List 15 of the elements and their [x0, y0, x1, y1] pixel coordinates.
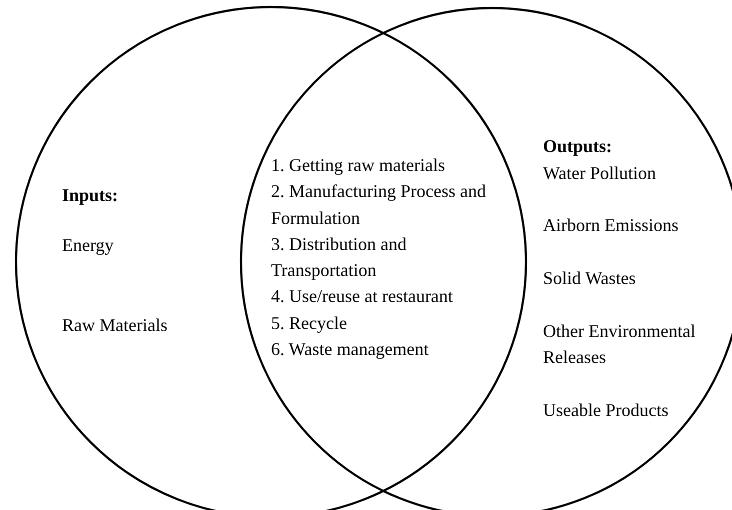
step-text: 2. Manufacturing Process and Formulation [271, 180, 486, 230]
step-text: 1. Getting raw materials [271, 154, 446, 177]
list-item: Raw Materials [62, 314, 168, 337]
heading: Outputs: [543, 135, 614, 158]
step-text: 4. Use/reuse at restaurant [271, 285, 454, 308]
step-text: 6. Waste management [271, 338, 430, 362]
step-text: 5. Recycle [271, 312, 348, 335]
list-item: Useable Products [543, 399, 670, 422]
list-item: Solid Wastes [543, 267, 637, 290]
list-item: Water Pollution [543, 162, 658, 185]
list-item: Airborn Emissions [543, 214, 680, 237]
step-text: 3. Distribution and Transportation [271, 232, 408, 282]
list-item: Energy [62, 234, 115, 257]
heading: Inputs: [62, 184, 120, 207]
list-item: Other Environmental Releases [543, 320, 696, 369]
